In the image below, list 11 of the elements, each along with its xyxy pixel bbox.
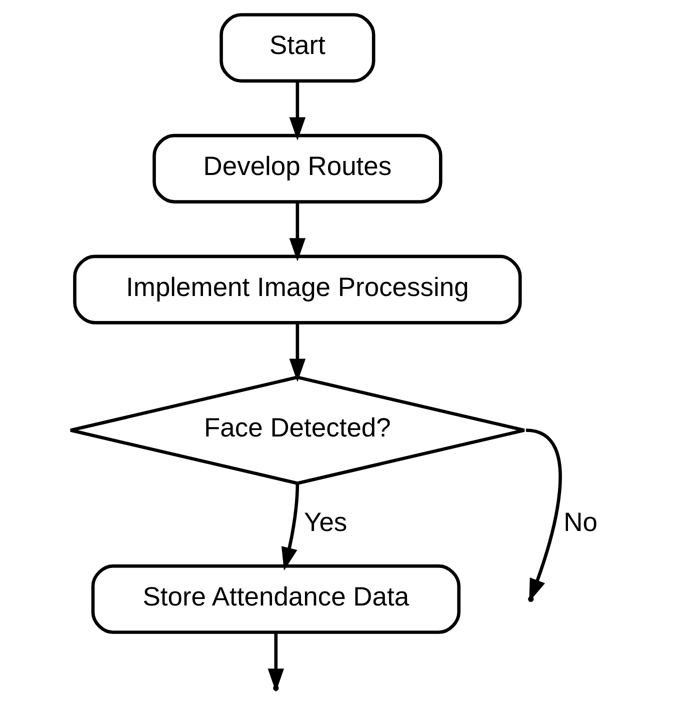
edge-label: No: [563, 506, 597, 537]
node-box: Store Attendance Data: [90, 564, 460, 634]
node-box: Develop Routes: [152, 134, 442, 204]
node-box: Start: [219, 13, 375, 83]
arrow: [280, 483, 299, 571]
node-box: Implement Image Processing: [72, 254, 522, 324]
arrow: [288, 323, 306, 382]
node-diamond: Face Detected?: [68, 376, 526, 485]
arrow: [288, 202, 306, 262]
edge-label: Yes: [303, 506, 347, 537]
arrow: [288, 81, 306, 140]
